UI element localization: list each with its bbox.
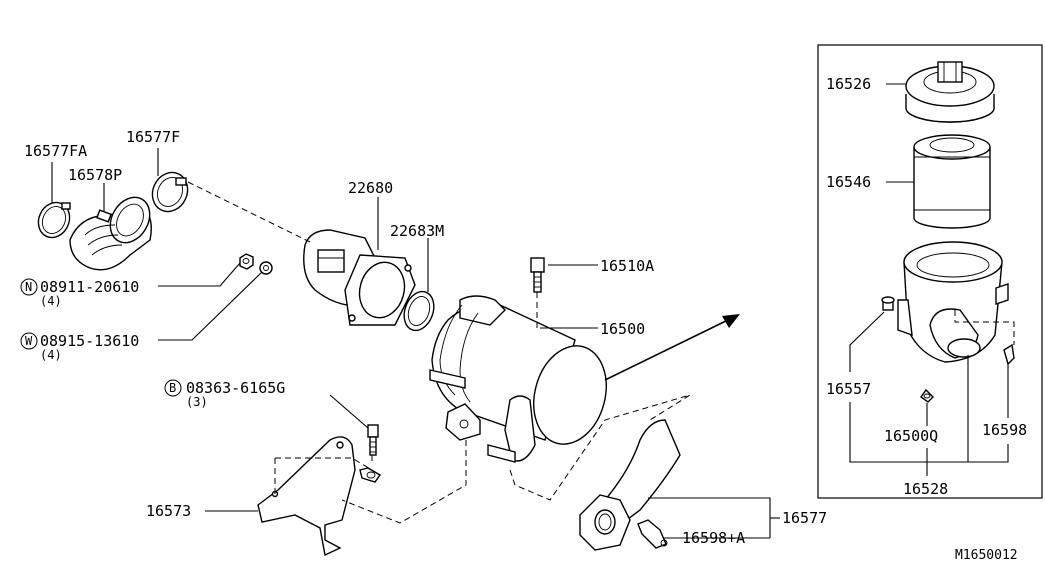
- diagram-code: M1650012: [955, 548, 1018, 563]
- clip-16500Q-part: [920, 388, 934, 403]
- label-16528: 16528: [903, 480, 948, 498]
- label-washer-08915: 08915-13610: [40, 332, 139, 350]
- svg-text:W: W: [25, 334, 33, 348]
- label-22683M: 22683M: [390, 222, 444, 240]
- label-16598A: 16598+A: [682, 529, 745, 547]
- label-bolt-08363: 08363-6165G: [186, 379, 285, 397]
- air-cleaner-cover-part: [905, 61, 995, 123]
- label-16526: 16526: [826, 75, 871, 93]
- detail-inset-frame: [817, 44, 1043, 499]
- label-16598: 16598: [982, 421, 1027, 439]
- bolt-08363-part: [367, 424, 379, 456]
- washer-08915-part: [259, 261, 273, 275]
- label-16577FA: 16577FA: [24, 142, 87, 160]
- nut-prefix-symbol: N: [20, 278, 38, 296]
- label-16577F: 16577F: [126, 128, 180, 146]
- clip-16598-part: [1003, 343, 1015, 366]
- bracket-16573-part: [257, 436, 382, 557]
- svg-text:N: N: [25, 280, 32, 294]
- label-16500Q: 16500Q: [884, 427, 938, 445]
- label-nut-08911: 08911-20610: [40, 278, 139, 296]
- label-bolt-qty: (3): [186, 395, 208, 409]
- label-16573: 16573: [146, 502, 191, 520]
- nut-08911-part: [239, 253, 254, 270]
- label-16546: 16546: [826, 173, 871, 191]
- label-16500: 16500: [600, 320, 645, 338]
- air-cleaner-assembly-16500-part: [429, 295, 607, 463]
- label-washer-qty: (4): [40, 348, 62, 362]
- hose-clamp-16577F-part: [151, 171, 189, 213]
- svg-text:B: B: [169, 381, 176, 395]
- hose-clamp-16577FA-part: [37, 201, 71, 239]
- gasket-22683M-part: [403, 290, 435, 332]
- air-cleaner-body-part: [897, 241, 1009, 363]
- detail-reference-arrow: [604, 314, 740, 381]
- air-inlet-snorkel-16577-part: [579, 419, 681, 551]
- valve-16598A-part: [637, 519, 668, 549]
- inset-leader-lines: [849, 83, 1015, 476]
- label-16557: 16557: [826, 380, 871, 398]
- label-16510A: 16510A: [600, 257, 654, 275]
- main-leader-lines: [51, 148, 780, 539]
- label-22680: 22680: [348, 179, 393, 197]
- grommet-16557-part: [881, 296, 895, 311]
- air-filter-element-part: [913, 134, 991, 229]
- air-duct-16578P-part: [69, 196, 152, 271]
- label-16577: 16577: [782, 509, 827, 527]
- assembly-dashed-lines: [187, 181, 691, 524]
- bolt-16510A-part: [530, 257, 545, 293]
- label-nut-qty: (4): [40, 294, 62, 308]
- label-16578P: 16578P: [68, 166, 122, 184]
- airflow-meter-22680-part: [303, 229, 416, 326]
- bolt-prefix-symbol: B: [164, 379, 182, 397]
- washer-prefix-symbol: W: [20, 332, 38, 350]
